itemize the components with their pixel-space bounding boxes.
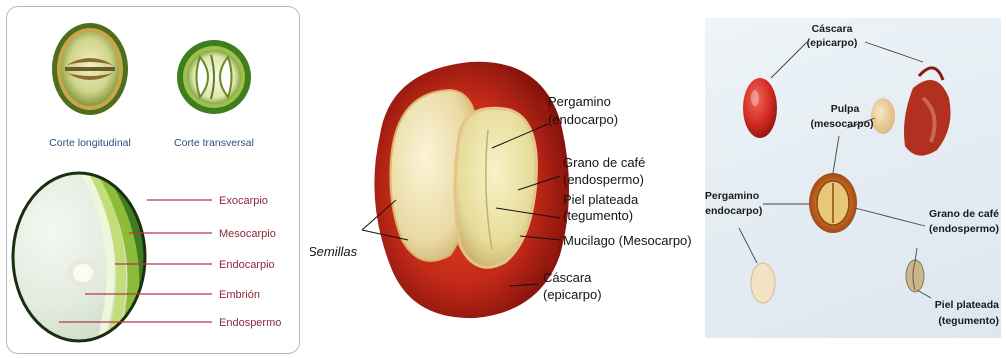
label-piel-plateada: Piel plateada xyxy=(935,299,999,311)
label-tegumento: (tegumento) xyxy=(938,315,999,327)
cherry-cutaway-image xyxy=(374,62,569,318)
label-endospermo: Endospermo xyxy=(219,317,281,329)
peeled-skin-image xyxy=(904,68,951,156)
green-bean-image xyxy=(906,260,924,292)
label-grano-de-cafe: Grano de café xyxy=(929,208,999,220)
label-embrion: Embrión xyxy=(219,289,260,301)
label-pergamino: Pergamino xyxy=(548,94,611,109)
label-pulpa: Pulpa xyxy=(831,103,860,115)
label-cascara: Cáscara xyxy=(543,270,592,285)
anatomy-panel-left: Corte longitudinal Corte transversal xyxy=(6,6,300,354)
label-mucilago: Mucilago (Mesocarpo) xyxy=(563,233,692,248)
label-mesocarpo: (mesocarpo) xyxy=(810,118,873,130)
panel-b-illustration: Pergamino (endocarpo) Grano de café (end… xyxy=(310,40,700,340)
label-endospermo: (endospermo) xyxy=(563,172,644,187)
label-pergamino: Pergamino xyxy=(705,190,759,202)
connector-lines-right xyxy=(739,42,931,298)
label-exocarpio: Exocarpio xyxy=(219,195,268,207)
panel-c-illustration: Cáscara (epicarpo) Pulpa (mesocarpo) Per… xyxy=(705,18,1001,338)
pulp-image xyxy=(871,98,895,134)
transversal-cut-image xyxy=(177,40,251,114)
caption-longitudinal: Corte longitudinal xyxy=(49,137,131,149)
label-endospermo: (endospermo) xyxy=(929,223,999,235)
label-tegumento: (tegumento) xyxy=(563,208,633,223)
label-endocarpo: (endocarpo) xyxy=(548,112,618,127)
caption-transversal: Corte transversal xyxy=(174,137,254,149)
label-endocarpio: Endocarpio xyxy=(219,259,275,271)
coffee-parts-exploded-right: Cáscara (epicarpo) Pulpa (mesocarpo) Per… xyxy=(705,18,1001,338)
label-mesocarpio: Mesocarpio xyxy=(219,228,276,240)
label-endocarpo: (endocarpo) xyxy=(705,205,762,217)
label-epicarpo: (epicarpo) xyxy=(807,37,858,49)
label-grano-de-cafe: Grano de café xyxy=(563,155,645,170)
label-semillas: Semillas xyxy=(310,244,358,259)
parchment-bean-image xyxy=(751,263,775,303)
longitudinal-cut-image xyxy=(52,23,128,115)
coffee-cherry-section-center: Pergamino (endocarpo) Grano de café (end… xyxy=(310,40,700,340)
magnified-layers-image xyxy=(7,167,167,347)
red-cherry-image xyxy=(743,78,777,138)
panel-a-illustration: Corte longitudinal Corte transversal xyxy=(7,7,299,353)
label-cascara: Cáscara xyxy=(812,23,853,35)
label-epicarpo: (epicarpo) xyxy=(543,287,602,302)
cross-section-image xyxy=(809,173,857,233)
label-piel-plateada: Piel plateada xyxy=(563,192,639,207)
